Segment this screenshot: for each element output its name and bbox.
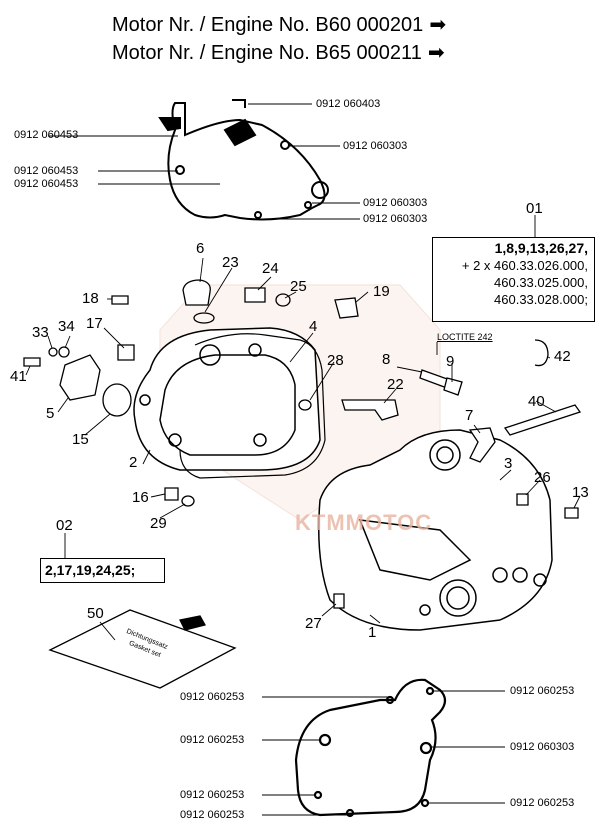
callout-bottom-left-4: 0912 060253 — [180, 809, 245, 821]
kit-01-line-1: 1,8,9,13,26,27, — [494, 240, 588, 256]
part-23: 23 — [222, 254, 239, 271]
part-13: 13 — [572, 484, 589, 501]
clutch-cover — [133, 327, 321, 471]
kit-01-line-3: 460.33.025.000, — [494, 275, 588, 290]
callout-0912-060453-b: 0912 060453 — [14, 165, 79, 177]
callout-0912-060303-c: 0912 060303 — [363, 213, 428, 225]
part-29: 29 — [150, 515, 167, 532]
engine-number-text-2: Motor Nr. / Engine No. B65 000211 — [112, 42, 422, 64]
part-40: 40 — [528, 393, 545, 410]
part-50: 50 — [87, 605, 104, 622]
part-3: 3 — [504, 455, 513, 472]
callout-0912-060453-a: 0912 060453 — [14, 129, 79, 141]
kit-01-box: 1,8,9,13,26,27, + 2 x 460.33.026.000, 46… — [432, 237, 595, 322]
part-1: 1 — [368, 624, 377, 641]
callout-0912-060303-a: 0912 060303 — [343, 140, 408, 152]
part-33: 33 — [32, 324, 49, 341]
part-34: 34 — [58, 318, 75, 335]
part-6: 6 — [196, 240, 205, 257]
callout-0912-060403: 0912 060403 — [316, 98, 381, 110]
kit-02-number: 02 — [56, 517, 73, 534]
part-25: 25 — [290, 278, 307, 295]
part-15: 15 — [72, 431, 89, 448]
part-41: 41 — [10, 368, 27, 385]
part-9: 9 — [446, 353, 455, 370]
engine-number-line-1: Motor Nr. / Engine No. B60 000201➡ — [112, 12, 446, 37]
callout-0912-060453-c: 0912 060453 — [14, 178, 79, 190]
part-26: 26 — [534, 469, 551, 486]
arrow-right-icon: ➡ — [429, 14, 447, 36]
engine-number-line-2: Motor Nr. / Engine No. B65 000211➡ — [112, 40, 445, 65]
part-17: 17 — [86, 315, 103, 332]
part-5: 5 — [46, 405, 55, 422]
callout-bottom-right-1: 0912 060253 — [510, 685, 575, 697]
part-8: 8 — [382, 351, 391, 368]
loctite-label: LOCTITE 242 — [437, 332, 493, 342]
engine-number-text-1: Motor Nr. / Engine No. B60 000201 — [112, 14, 424, 36]
bottom-gasket — [294, 678, 447, 818]
crankcase — [318, 429, 553, 631]
watermark-text: KTMMOTOC — [295, 510, 433, 535]
arrow-right-icon: ➡ — [427, 42, 445, 64]
kit-01-line-4: 460.33.028.000; — [494, 292, 588, 307]
part-7: 7 — [465, 407, 474, 424]
part-19: 19 — [373, 283, 390, 300]
callout-0912-060303-b: 0912 060303 — [363, 197, 428, 209]
part-16: 16 — [132, 489, 149, 506]
callout-bottom-right-3: 0912 060253 — [510, 797, 575, 809]
part-27: 27 — [305, 615, 322, 632]
part-2: 2 — [129, 454, 138, 471]
part-22: 22 — [387, 376, 404, 393]
part-24: 24 — [262, 260, 279, 277]
top-gasket — [158, 99, 329, 221]
callout-bottom-left-2: 0912 060253 — [180, 734, 245, 746]
callout-bottom-right-2: 0912 060303 — [510, 741, 575, 753]
callout-bottom-left-1: 0912 060253 — [180, 691, 245, 703]
callout-bottom-left-3: 0912 060253 — [180, 789, 245, 801]
part-18: 18 — [82, 290, 99, 307]
kit-01-line-2: + 2 x 460.33.026.000, — [461, 258, 588, 273]
small-parts — [23, 279, 582, 689]
cover-gasket — [179, 333, 326, 479]
part-42: 42 — [554, 348, 571, 365]
part-4: 4 — [309, 318, 318, 335]
kit-01-number: 01 — [526, 200, 543, 217]
kit-02-box: 2,17,19,24,25; — [40, 558, 165, 583]
part-28: 28 — [327, 352, 344, 369]
